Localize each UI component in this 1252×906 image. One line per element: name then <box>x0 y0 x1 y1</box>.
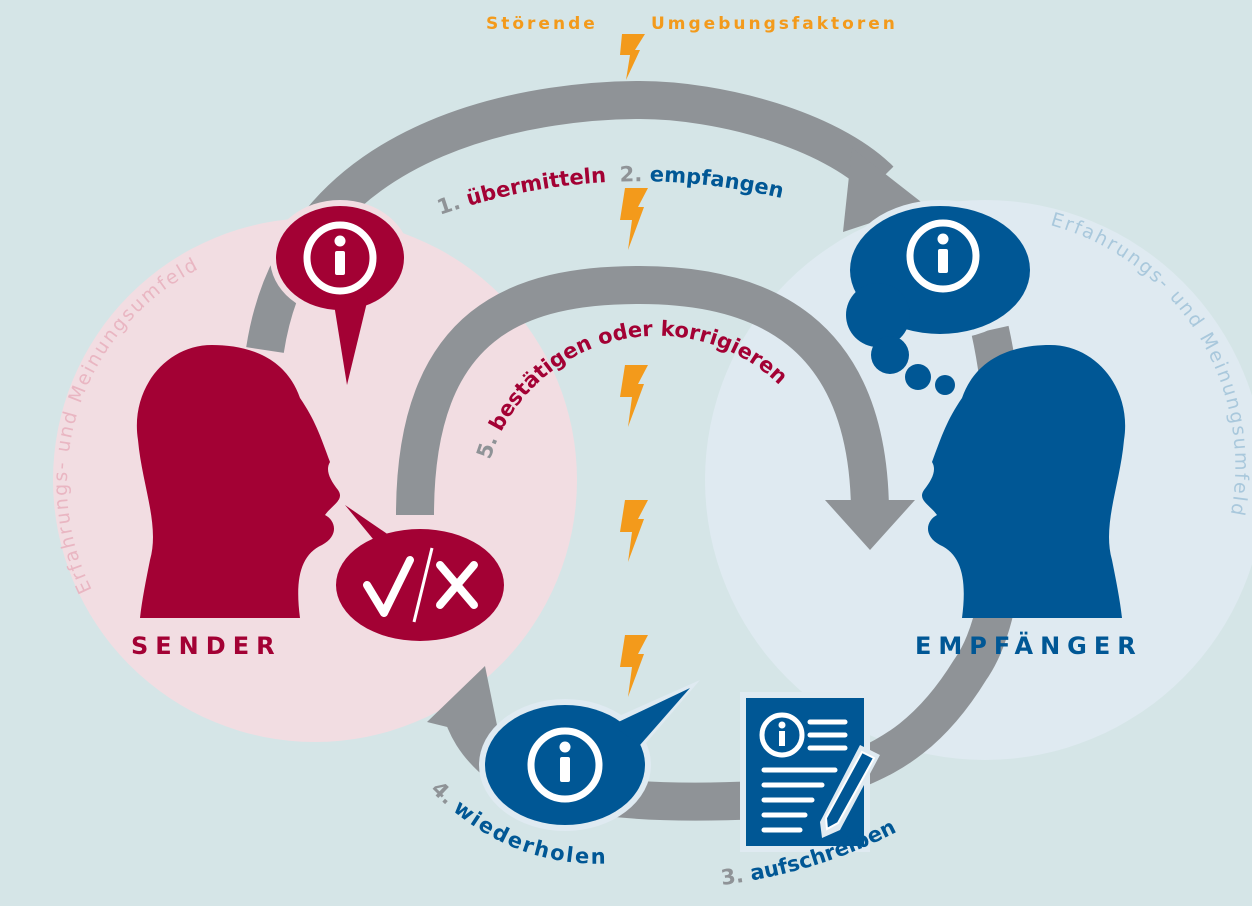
step-1-number: 1. <box>434 190 463 220</box>
sender-label: SENDER <box>131 632 282 660</box>
step-2-text: empfangen <box>649 162 786 203</box>
step-4-number: 4. <box>427 776 460 809</box>
step-3-number: 3. <box>719 863 745 890</box>
sender-feedback-bubble <box>330 500 510 647</box>
sender-info-bubble <box>270 200 410 395</box>
sender-head-silhouette <box>136 345 341 618</box>
lightning-icon <box>620 365 648 427</box>
title-left: Störende <box>486 14 598 34</box>
lightning-icon <box>620 34 645 80</box>
receiver-label: EMPFÄNGER <box>915 632 1143 660</box>
info-icon <box>527 727 603 803</box>
lightning-icon <box>620 635 648 697</box>
info-icon <box>906 219 980 293</box>
check-cross-icon <box>363 547 478 623</box>
info-icon <box>303 221 377 295</box>
step-1-2-label: 1. übermitteln 2. empfangen <box>434 162 786 220</box>
arrow-confirm <box>396 265 915 550</box>
receiver-head-silhouette <box>921 345 1126 618</box>
receiver-repeat-bubble <box>479 680 700 831</box>
lightning-icon <box>620 500 648 562</box>
title-right: Umgebungsfaktoren <box>651 14 898 34</box>
step-1-text: übermitteln <box>463 163 606 211</box>
step-2-number: 2. <box>619 162 642 186</box>
receiver-thought-bubble <box>840 200 1035 399</box>
lightning-icon <box>620 188 648 250</box>
document-icon <box>740 692 880 852</box>
